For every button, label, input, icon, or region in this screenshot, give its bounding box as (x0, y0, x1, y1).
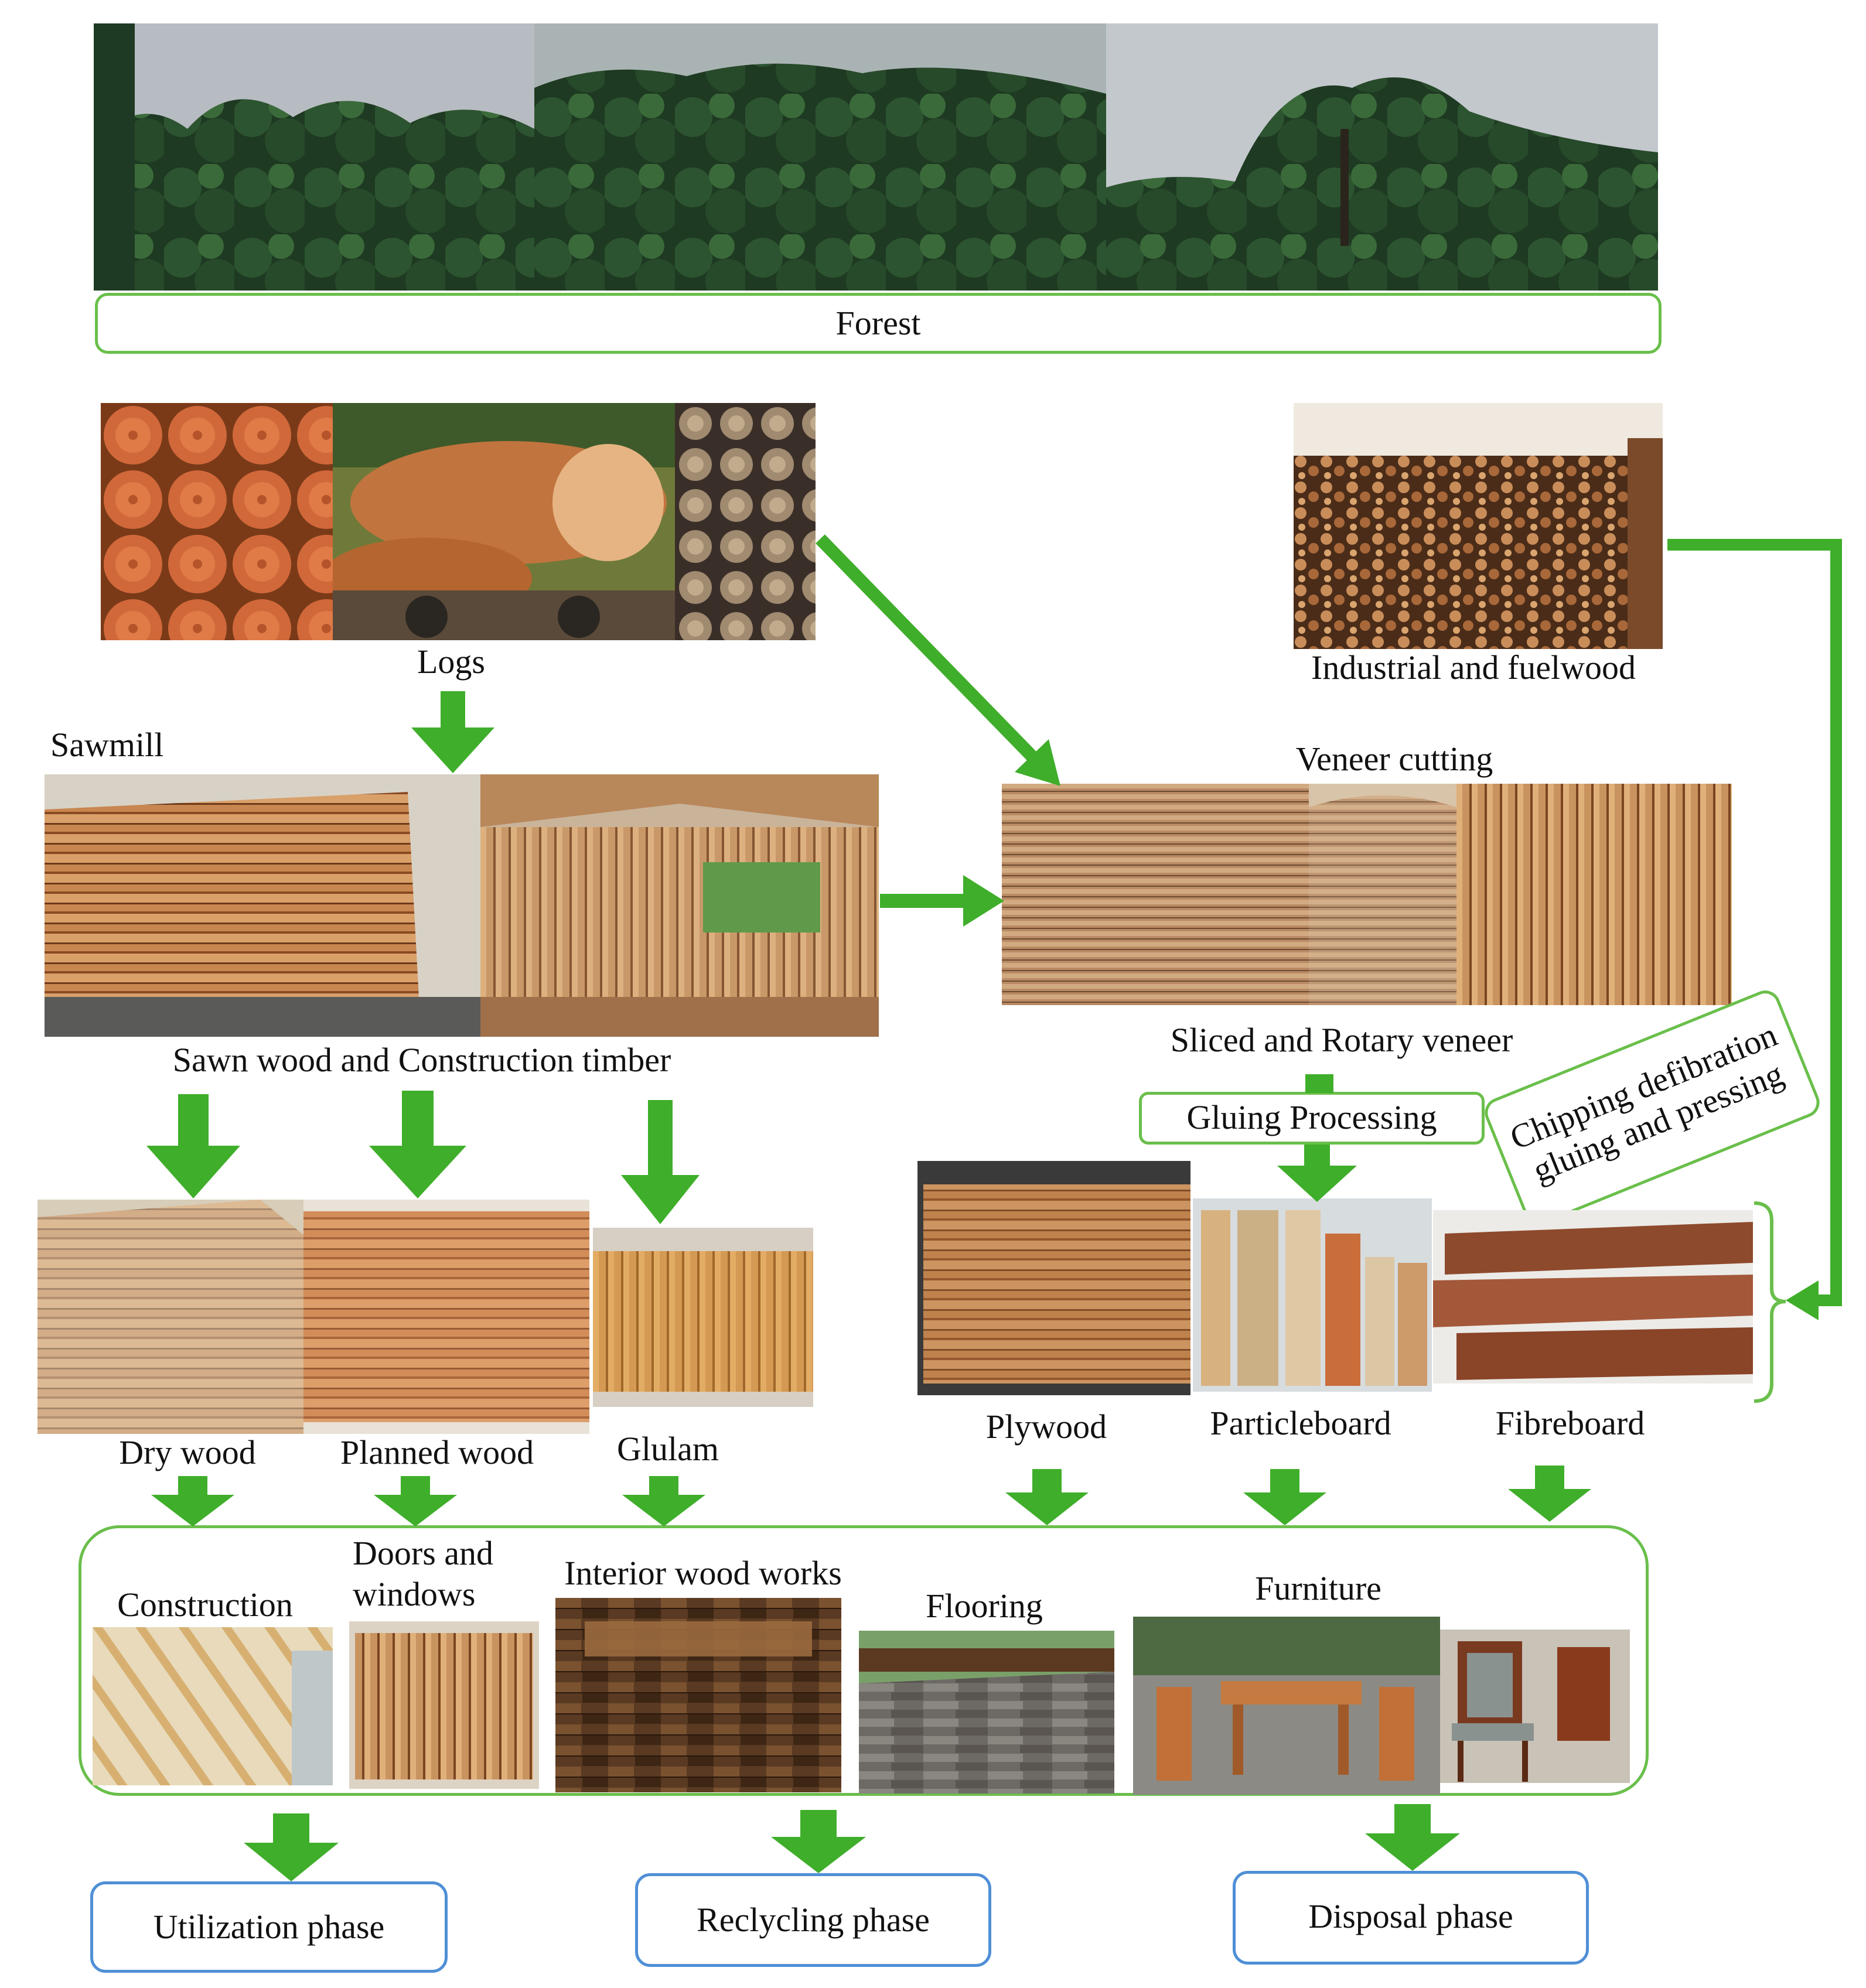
fibreboard-label: Fibreboard (1495, 1404, 1645, 1442)
sawn-wood-label: Sawn wood and Construction timber (172, 1041, 671, 1079)
arrow-planned-to-uses (374, 1476, 457, 1526)
doors-label-1: Doors and (353, 1534, 494, 1572)
disposal-phase-box (1233, 1871, 1589, 1965)
fuelwood-photo (1294, 403, 1663, 649)
disposal-phase-label: Disposal phase (1308, 1897, 1513, 1935)
arrow-to-recycling (771, 1810, 866, 1873)
particleboard-photo (1193, 1198, 1432, 1392)
arrow-dry-to-uses (151, 1476, 234, 1526)
arrow-to-utilization (244, 1813, 339, 1881)
doors-label-2: windows (353, 1575, 476, 1613)
planned-wood-label: Planned wood (340, 1433, 534, 1471)
utilization-phase-box (90, 1881, 448, 1973)
forest-photo-3 (1106, 23, 1658, 291)
flooring-label: Flooring (926, 1587, 1043, 1625)
arrow-logs-down (411, 691, 494, 773)
sawn-wood-photo (45, 774, 480, 1037)
veneer-photo-2 (1309, 784, 1456, 1005)
arrow-to-planned-wood (369, 1091, 466, 1198)
logs-photo-1 (101, 403, 333, 640)
construction-timber-photo (480, 774, 879, 1037)
furniture-label: Furniture (1255, 1569, 1381, 1607)
particleboard-label: Particleboard (1210, 1404, 1391, 1442)
logs-photo-3 (675, 403, 816, 640)
planned-wood-photo (303, 1200, 589, 1434)
arrow-to-disposal (1365, 1804, 1460, 1871)
arrow-to-glulam (621, 1100, 700, 1224)
doors-photo (349, 1621, 539, 1789)
forest-label-box (95, 293, 1662, 354)
arrow-plywood-to-uses (1005, 1469, 1089, 1525)
fibreboard-bracket (1754, 1201, 1786, 1403)
glulam-label: Glulam (617, 1430, 719, 1468)
construction-label: Construction (117, 1586, 293, 1624)
utilization-phase-label: Utilization phase (153, 1908, 385, 1946)
veneer-cutting-label: Veneer cutting (1295, 740, 1493, 778)
sawmill-label: Sawmill (50, 726, 164, 764)
arrow-sawn-to-veneer (880, 875, 1004, 927)
furniture-photo-2 (1440, 1630, 1630, 1783)
forest-photo-2 (534, 23, 1106, 291)
arrow-gluing-to-particleboard (1277, 1145, 1357, 1202)
furniture-photo-1 (1133, 1617, 1440, 1795)
arrow-particleboard-to-uses (1243, 1469, 1326, 1525)
forest-photo-1 (94, 23, 534, 291)
logs-label: Logs (417, 643, 485, 681)
construction-photo (93, 1627, 333, 1785)
glulam-photo (593, 1228, 813, 1407)
arrow-glulam-to-uses (622, 1476, 705, 1526)
plywood-photo (917, 1161, 1190, 1395)
interior-photo (555, 1598, 841, 1792)
uses-box (79, 1525, 1649, 1796)
plywood-label: Plywood (985, 1408, 1107, 1446)
dry-wood-label: Dry wood (119, 1433, 256, 1471)
fibreboard-photo (1433, 1210, 1753, 1384)
gluing-label: Gluing Processing (1186, 1098, 1437, 1136)
recycling-phase-label: Reclycling phase (697, 1901, 930, 1939)
arrow-fibreboard-to-uses (1508, 1466, 1591, 1522)
dry-wood-photo (37, 1200, 303, 1434)
interior-label: Interior wood works (564, 1554, 842, 1592)
veneer-photo-3 (1456, 784, 1732, 1005)
forest-label: Forest (835, 304, 921, 342)
veneer-label: Sliced and Rotary veneer (1170, 1021, 1513, 1059)
logs-photo-2 (333, 403, 675, 640)
gluing-box (1139, 1092, 1485, 1145)
fuelwood-label: Industrial and fuelwood (1311, 648, 1636, 686)
arrow-to-dry-wood (146, 1094, 240, 1198)
recycling-phase-box (635, 1873, 991, 1967)
flooring-photo (859, 1631, 1114, 1794)
arrow-veneer-to-gluing (1305, 1074, 1333, 1093)
arrow-logs-to-veneer (816, 534, 1060, 786)
veneer-photo-1 (1002, 784, 1309, 1005)
